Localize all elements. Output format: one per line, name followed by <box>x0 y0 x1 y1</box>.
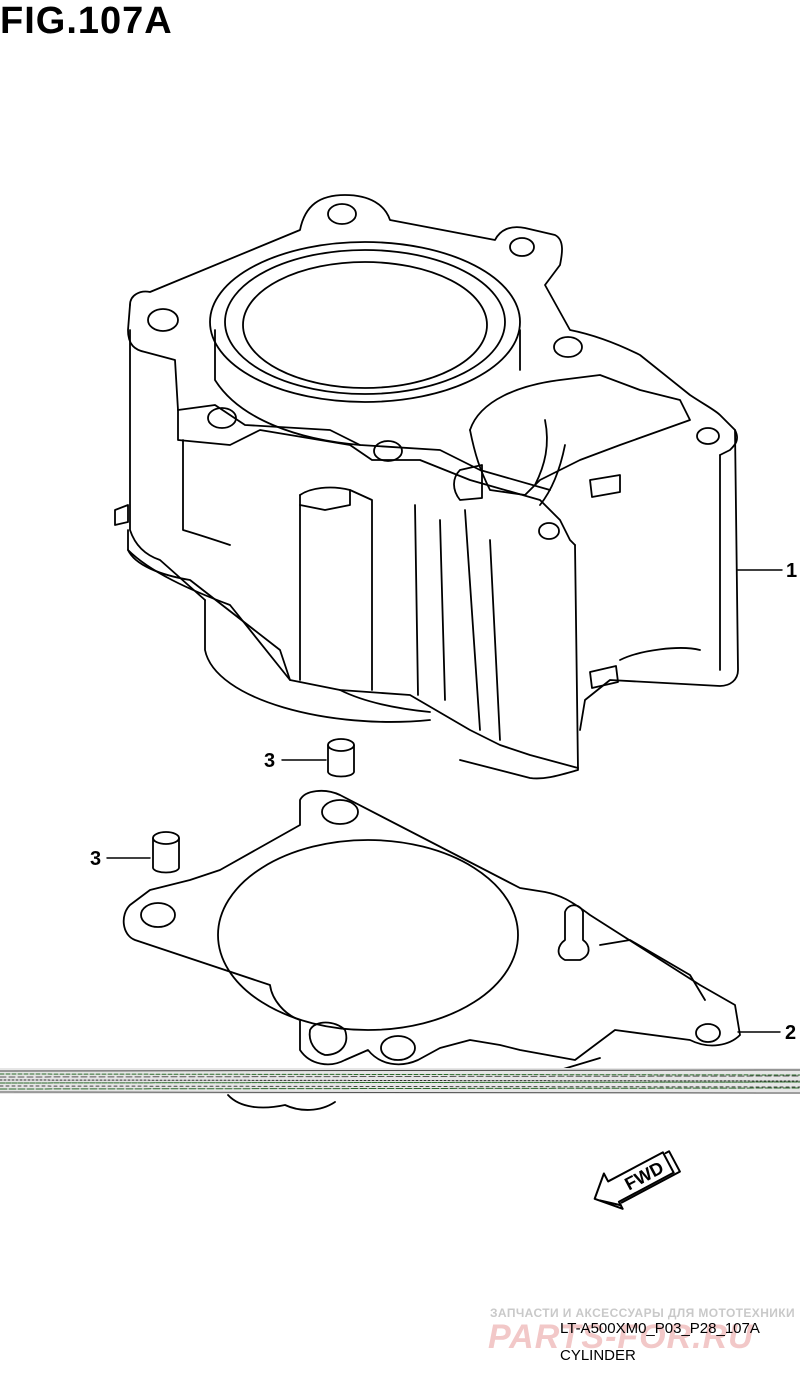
callout-part-2: 2 <box>785 1022 797 1044</box>
callout-part-3-upper: 3 <box>264 750 276 772</box>
diagram-code: LT-A500XM0_P03_P28_107A <box>560 1320 760 1337</box>
watermark-logo: PARTS-FOR.RU <box>488 1318 754 1356</box>
dowel-pin-upper <box>327 738 355 778</box>
leader-lines <box>106 569 783 1033</box>
diagram-caption: CYLINDER <box>560 1347 636 1364</box>
dowel-pin-lower <box>152 831 180 874</box>
callout-part-1: 1 <box>786 560 798 582</box>
fwd-arrow-icon: FWD <box>593 1150 681 1210</box>
cylinder-part <box>114 194 739 780</box>
gasket-part <box>122 789 741 1111</box>
watermark-tagline: ЗАПЧАСТИ И АКСЕССУАРЫ ДЛЯ МОТОТЕХНИКИ <box>490 1306 796 1320</box>
scan-noise-band <box>0 1068 800 1094</box>
figure-title: FIG.107A <box>0 0 173 42</box>
callout-part-3-lower: 3 <box>90 848 102 870</box>
